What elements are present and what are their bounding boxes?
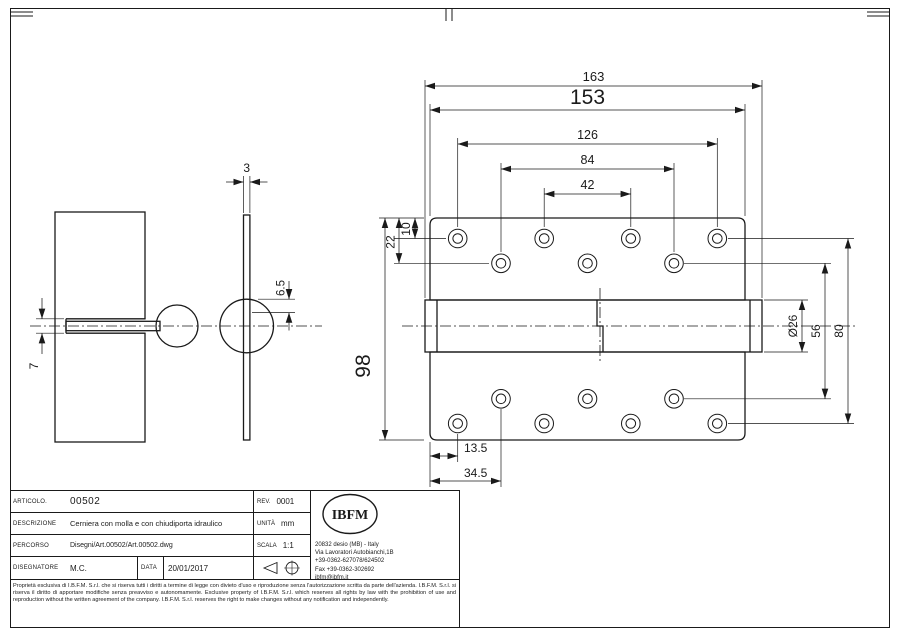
data-label: DATA <box>137 557 163 579</box>
title-block-rows: ARTICOLO. 00502 REV. 0001 DESCRIZIONE Ce… <box>10 491 310 579</box>
dim-slot-width: 7 <box>27 362 41 369</box>
dim-leaf-width: 153 <box>570 86 605 109</box>
legal-notice: Proprietà esclusiva di I.B.F.M. S.r.l. c… <box>10 579 460 629</box>
section-view <box>30 211 322 443</box>
address-line: Fax +39-0362-302692 <box>315 566 375 573</box>
dim-22: 22 <box>384 217 489 264</box>
dim-56: 56 <box>684 262 831 400</box>
front-view <box>402 217 858 441</box>
dim-d26: Ø26 <box>764 299 808 353</box>
ibfm-logo-icon: IBFM <box>322 493 378 535</box>
company-address: 20832 desio (MB) - Italy Via Lavoratori … <box>311 541 460 582</box>
rev-cell: REV. 0001 <box>253 491 310 512</box>
dim-bottom-offset-1: 13.5 <box>464 441 488 455</box>
dim-outer-rows-span: 80 <box>832 324 846 338</box>
bottom-leaf <box>429 351 746 441</box>
dim-overall-width: 163 <box>583 69 605 84</box>
sheet-border <box>10 8 890 628</box>
dim-bottom-offset-2: 34.5 <box>464 466 488 480</box>
unita-label: UNITÀ <box>257 520 275 527</box>
dim-barrel-diameter: Ø26 <box>786 314 800 337</box>
title-block: ARTICOLO. 00502 REV. 0001 DESCRIZIONE Ce… <box>10 490 460 628</box>
dim-163: 163 <box>424 69 763 298</box>
percorso-value: Disegni/Art.00502/Art.00502.dwg <box>70 542 173 549</box>
screw-holes <box>447 228 728 434</box>
dim-84: 84 <box>500 153 675 252</box>
dim-hole-span-mid: 84 <box>581 153 595 167</box>
address-line: +39-0362-627078/624502 <box>315 558 385 565</box>
row-articolo: ARTICOLO. 00502 REV. 0001 <box>10 491 310 513</box>
articolo-label: ARTICOLO. <box>13 498 48 505</box>
dim-34-5: 34.5 <box>429 409 502 487</box>
projection-cell <box>253 557 310 579</box>
dim-3: 3 <box>226 161 268 213</box>
dim-42: 42 <box>543 178 632 227</box>
percorso-label: PERCORSO <box>13 542 49 549</box>
dim-98: 98 <box>352 217 424 441</box>
descrizione-label: DESCRIZIONE <box>13 520 57 527</box>
disegnatore-label: DISEGNATORE <box>13 565 59 571</box>
scala-cell: SCALA 1:1 <box>253 535 310 556</box>
first-angle-projection-icon <box>262 560 300 576</box>
dim-inner-rows-span: 56 <box>809 324 823 338</box>
row-disegnatore: DISEGNATORE M.C. DATA 20/01/2017 <box>10 557 310 579</box>
top-leaf <box>429 217 746 301</box>
unita-value: mm <box>281 519 295 528</box>
dim-hole-span-outer: 126 <box>577 128 598 142</box>
dim-row2-offset: 22 <box>384 235 398 249</box>
unita-cell: UNITÀ mm <box>253 513 310 534</box>
row-descrizione: DESCRIZIONE Cerniera con molla e con chi… <box>10 513 310 535</box>
address-line: 20832 desio (MB) - Italy <box>315 542 379 548</box>
dimensions: 163 153 126 84 42 <box>27 69 854 487</box>
dim-height: 98 <box>352 354 375 377</box>
articolo-value: 00502 <box>70 496 101 507</box>
dim-7: 7 <box>27 298 64 369</box>
address-line: Via Lavoratori Autobianchi,1B <box>315 550 394 557</box>
company-logo: IBFM <box>321 493 460 540</box>
ibfm-logo-text: IBFM <box>332 508 369 523</box>
data-value: 20/01/2017 <box>163 557 253 579</box>
dim-126: 126 <box>457 128 718 227</box>
door-leaf-section <box>242 214 251 441</box>
dim-knuckle-offset: 6.5 <box>276 280 288 296</box>
company-section: IBFM 20832 desio (MB) - Italy Via Lavora… <box>310 491 460 582</box>
dim-row1-offset: 10 <box>399 222 413 236</box>
rev-label: REV. <box>257 498 271 505</box>
descrizione-value: Cerniera con molla e con chiudiporta idr… <box>70 519 223 528</box>
dim-13-5: 13.5 <box>429 434 488 487</box>
row-percorso: PERCORSO Disegni/Art.00502/Art.00502.dwg… <box>10 535 310 557</box>
dim-6-5: 6.5 <box>252 280 295 331</box>
dim-hole-span-inner: 42 <box>581 178 595 192</box>
scala-label: SCALA <box>257 542 277 549</box>
scala-value: 1:1 <box>282 541 294 550</box>
fold-marks <box>10 8 890 21</box>
rev-value: 0001 <box>276 497 295 506</box>
address-line: ibfm@ibfm.it <box>315 574 349 581</box>
dim-153: 153 <box>429 86 746 216</box>
disegnatore-value: M.C. <box>70 563 87 573</box>
dim-80: 80 <box>728 238 854 424</box>
dim-plate-thickness: 3 <box>243 161 250 175</box>
